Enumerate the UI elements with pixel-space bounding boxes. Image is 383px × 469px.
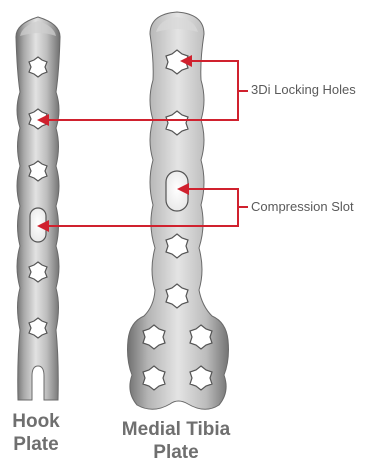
tibia-plate-label-line1: Medial Tibia: [100, 418, 252, 441]
hook-plate-label-line2: Plate: [0, 433, 72, 456]
callout-locking-holes: 3Di Locking Holes: [251, 82, 356, 97]
callout-compression-slot: Compression Slot: [251, 199, 354, 214]
tibia-plate-label-line2: Plate: [100, 441, 252, 464]
tibia-plate-label: Medial Tibia Plate: [100, 418, 252, 464]
hook-plate-label-line1: Hook: [0, 410, 72, 433]
callout-lines: [46, 61, 248, 226]
tibia-plate: [128, 12, 229, 409]
hook-plate: [16, 17, 60, 400]
compression-slot-bracket: [46, 189, 238, 226]
hook-plate-label: Hook Plate: [0, 410, 72, 456]
locking-holes-bracket: [46, 61, 238, 120]
